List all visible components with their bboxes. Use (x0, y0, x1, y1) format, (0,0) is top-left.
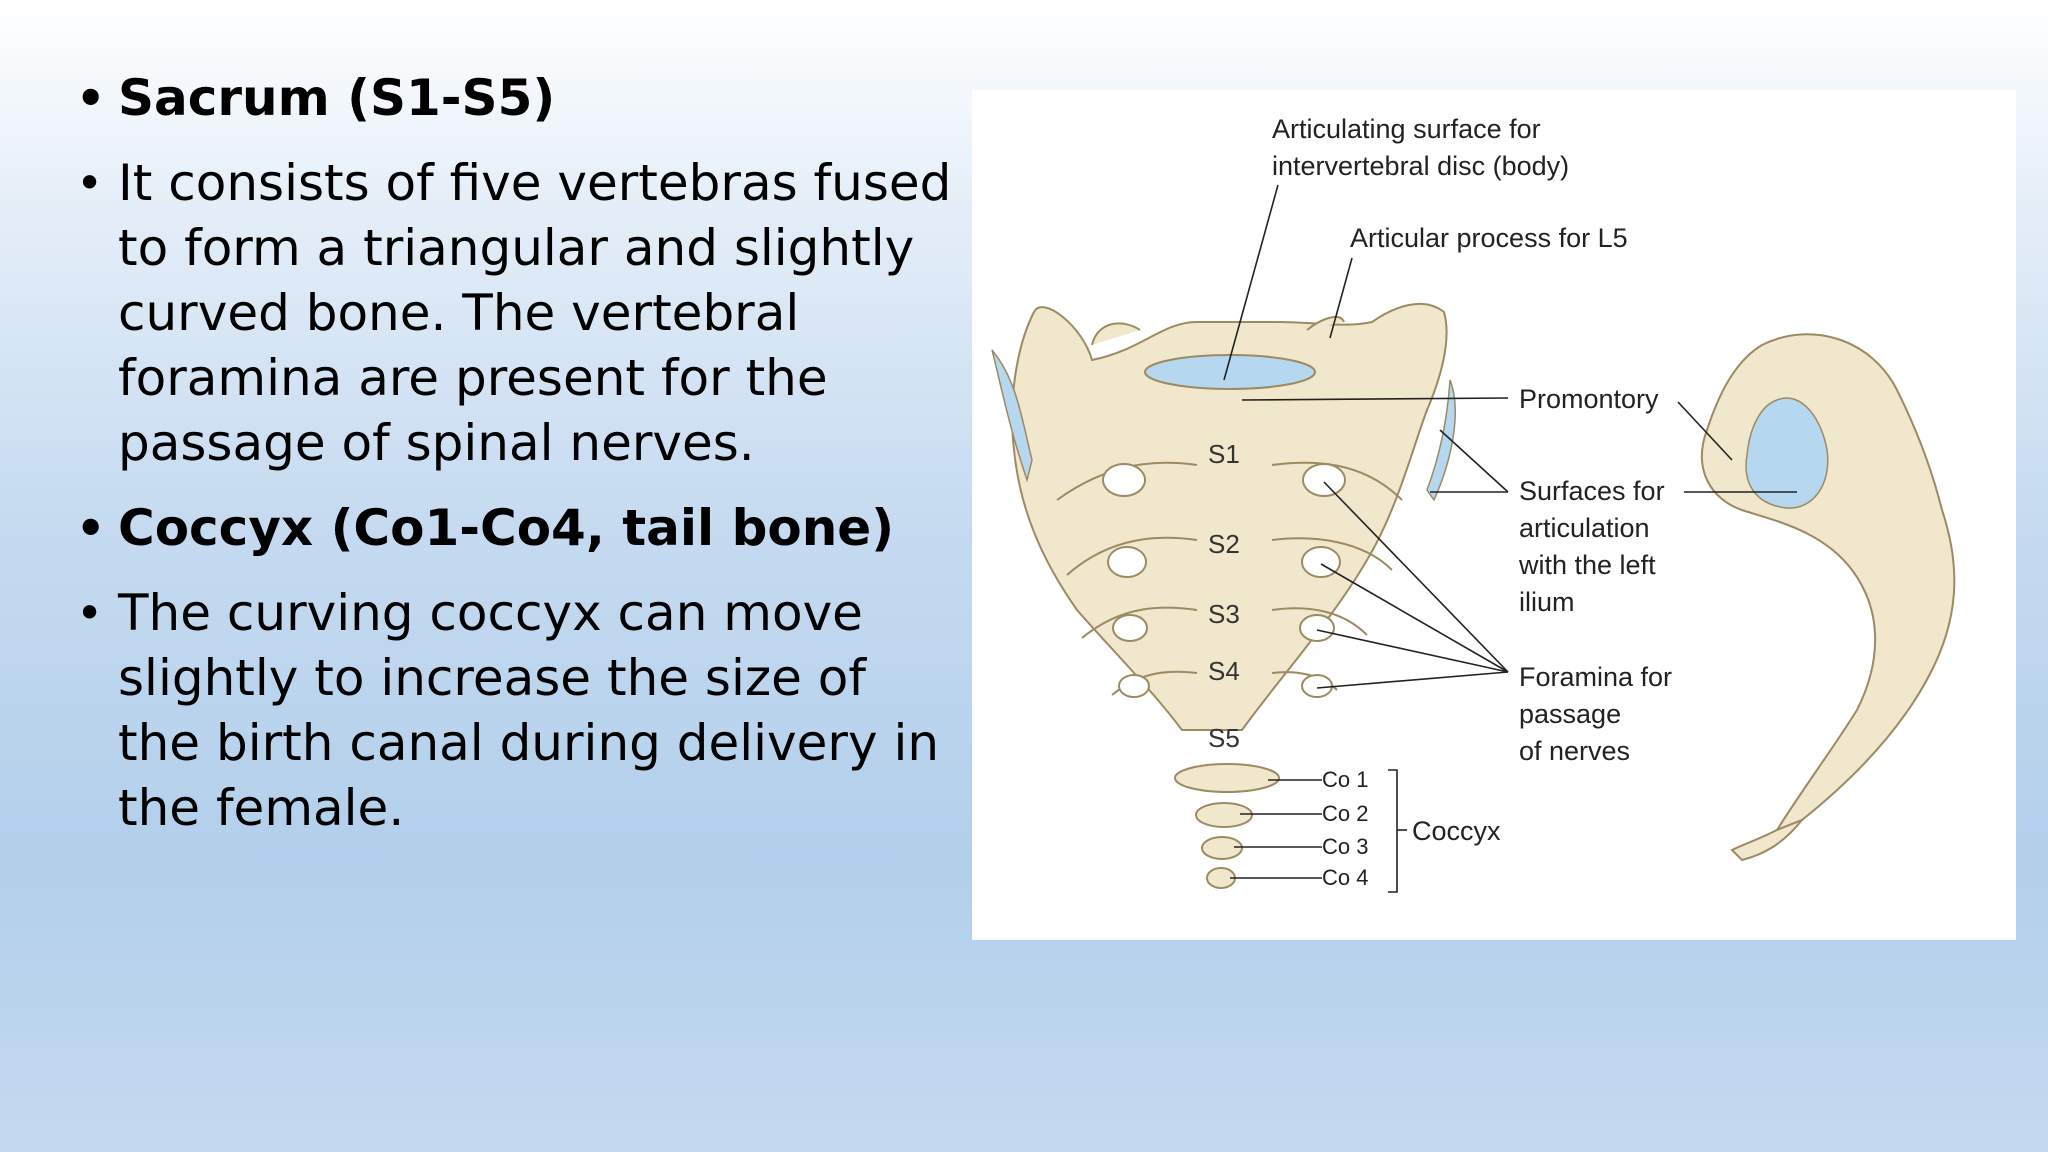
segment-label-s2: S2 (1208, 529, 1240, 559)
leader-lines (1223, 184, 1797, 893)
segment-label-co3: Co 3 (1322, 834, 1368, 859)
bullet-list: •Sacrum (S1-S5) •It consists of five ver… (76, 66, 956, 861)
bullet-dot: • (76, 586, 104, 640)
label-foramina-line1: Foramina for (1519, 662, 1672, 692)
sacrum-anterior-illustration (991, 303, 1456, 889)
bullet-text: Coccyx (Co1-Co4, tail bone) (118, 499, 895, 557)
bullet-text: Sacrum (S1-S5) (118, 69, 556, 127)
label-surfaces-line2: articulation (1519, 513, 1650, 543)
segment-label-s1: S1 (1208, 439, 1240, 469)
bullet-coccyx-description: • The curving coccyx can move slightly to… (76, 581, 956, 841)
sacrum-lateral-illustration (1701, 333, 1956, 862)
label-foramina-line2: passage (1519, 699, 1621, 729)
bullet-text: It consists of five vertebras fused to f… (118, 154, 952, 472)
bullet-coccyx-heading: •Coccyx (Co1-Co4, tail bone) (76, 496, 956, 561)
bullet-dot: • (76, 71, 106, 125)
segment-label-co1: Co 1 (1322, 767, 1368, 792)
label-foramina-line3: of nerves (1519, 736, 1630, 766)
label-surfaces-line4: ilium (1519, 587, 1575, 617)
segment-label-s4: S4 (1208, 656, 1240, 686)
segment-label-s3: S3 (1208, 599, 1240, 629)
bullet-dot: • (76, 501, 106, 555)
label-surfaces-line3: with the left (1518, 550, 1656, 580)
bullet-text: The curving coccyx can move slightly to … (118, 584, 940, 837)
label-promontory: Promontory (1519, 384, 1659, 414)
label-coccyx: Coccyx (1412, 816, 1501, 846)
diagram-svg: Articulating surface for intervertebral … (991, 114, 1956, 893)
bullet-sacrum-heading: •Sacrum (S1-S5) (76, 66, 956, 131)
label-articular-process: Articular process for L5 (1350, 223, 1628, 253)
label-articulating-surface-line2: intervertebral disc (body) (1272, 151, 1569, 181)
segment-label-s5: S5 (1208, 723, 1240, 753)
segment-label-co2: Co 2 (1322, 801, 1368, 826)
label-surfaces-line1: Surfaces for (1519, 476, 1665, 506)
sacrum-coccyx-diagram: Articulating surface for intervertebral … (972, 90, 2016, 940)
label-articulating-surface-line1: Articulating surface for (1272, 114, 1541, 144)
bullet-dot: • (76, 156, 104, 210)
segment-label-co4: Co 4 (1322, 865, 1368, 890)
bullet-sacrum-description: • It consists of five vertebras fused to … (76, 151, 956, 476)
